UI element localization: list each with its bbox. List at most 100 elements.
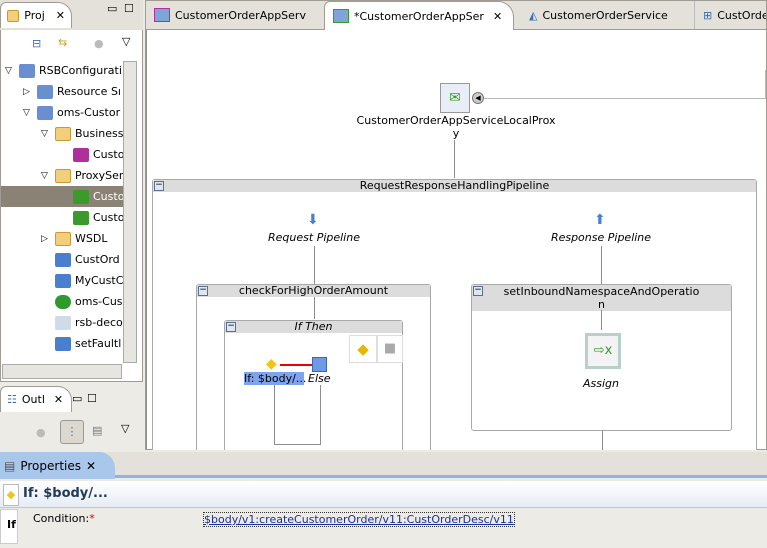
properties-title: If: $body/... [23,486,108,501]
editor-tab-label: *CustomerOrderAppSer [354,9,484,23]
if-then-title: If Then [225,321,402,333]
tree-item[interactable]: oms-Cus [1,291,125,312]
tree-item-label: Business [75,127,124,140]
close-icon[interactable]: ✕ [53,393,64,406]
tree-item[interactable]: Custo [1,144,125,165]
minimize-icon[interactable]: ▭ [72,392,83,405]
editor-tab-active[interactable]: *CustomerOrderAppSer ✕ [324,1,514,30]
maximize-icon[interactable]: ☐ [87,392,97,405]
twisty-icon[interactable]: ▷ [23,86,30,97]
else-branch-label[interactable]: Else [308,372,331,385]
tree-item[interactable]: rsb-deco [1,312,125,333]
editor-tab[interactable]: CustomerOrderAppServ [146,1,321,29]
tree-item[interactable]: ▷ WSDL [1,228,125,249]
twisty-icon[interactable]: ▽ [41,128,48,139]
collapse-icon[interactable]: − [226,321,236,332]
twisty-icon[interactable]: ▽ [5,65,12,76]
disabled-action-icon: ● [36,426,46,439]
tree-item[interactable]: ▽ Business [1,123,125,144]
condition-link[interactable]: $body/v1:createCustomerOrder/v11:CustOrd… [203,512,515,527]
tree-item[interactable]: Custo [1,186,125,207]
properties-tab[interactable]: ▤ Properties ✕ [0,452,115,479]
tree-item[interactable]: ▷ Resource Sı [1,81,125,102]
properties-panel: ▤ Properties ✕ ◆ If: $body/... If Condit… [0,452,767,548]
outline-icon: ☷ [7,393,17,406]
tree-item-label: Resource Sı [57,85,121,98]
tree-item-label: oms-Custor [57,106,121,119]
xquery-icon [55,252,71,267]
twisty-icon[interactable]: ▽ [41,170,48,181]
tree-item-label: RSBConfigurati [39,64,122,77]
tree-item-label: Custo [93,148,125,161]
error-icon [55,294,71,309]
table-view-icon[interactable]: ▤ [92,424,103,437]
collapse-icon[interactable]: − [198,285,208,296]
jar-icon [55,315,71,330]
tree-item[interactable]: ▽ oms-Custor [1,102,125,123]
close-icon[interactable]: ✕ [86,458,97,473]
condition-label-text: Condition: [33,512,90,525]
tree-item[interactable]: CustOrd [1,249,125,270]
properties-icon: ▤ [4,458,16,473]
add-condition-icon[interactable]: ◆ [349,335,377,363]
if-condition-diamond-icon[interactable]: ◆ [266,356,277,372]
editor-tab[interactable]: ⊞ CustOrde [694,1,767,29]
project-icon [19,63,35,78]
tree-item[interactable]: ▽ProxySer [1,165,125,186]
editor-tab[interactable]: ◭ CustomerOrderService [521,1,691,29]
tree-item-label: oms-Cus [75,295,123,308]
tree-item[interactable]: setFaultl [1,333,125,354]
collapse-icon[interactable]: − [154,180,164,191]
tree-item-label: WSDL [75,232,108,245]
request-pipeline-label: Request Pipeline [268,231,360,244]
view-menu-chevron-down-icon[interactable]: ▽ [121,422,130,435]
collapse-all-icon[interactable]: ⊟ [32,37,42,50]
tree-item[interactable]: MyCustC [1,270,125,291]
if-then-action[interactable]: If Then − [224,320,403,450]
editor-tab-label: CustOrde [717,8,767,22]
project-explorer-panel: Proj ✕ ▭ ☐ ⊟ ⇆ ● ▽ ▽RSBConfigurati▷Resou… [0,0,143,382]
proxy-service-icon [73,210,89,225]
close-icon[interactable]: ✕ [492,9,503,23]
assign-action-icon[interactable]: ⇨x [585,333,621,369]
folder-icon [55,231,71,246]
tree-view-toggle-icon[interactable]: ⋮ [60,420,84,444]
twisty-icon[interactable]: ▽ [23,107,30,118]
view-menu-chevron-down-icon[interactable]: ▽ [122,35,131,48]
response-pipeline-arrow-icon[interactable]: ⬆ [594,212,606,228]
tree-item[interactable]: Custo [1,207,125,228]
tree-horizontal-scrollbar[interactable] [2,364,122,379]
request-pipeline-arrow-icon[interactable]: ⬇ [307,212,319,228]
side-tab-label: If [7,518,16,531]
add-else-icon[interactable]: ■ [377,335,403,363]
tree-item[interactable]: ▽ RSBConfigurati [1,60,125,81]
stage-title-line: n [598,298,605,311]
proxy-service-node[interactable]: ✉ [440,83,470,113]
outline-tab[interactable]: ☷ Outl ✕ [0,386,72,412]
outline-tab-label: Outl [21,393,45,406]
link-with-editor-icon[interactable]: ⇆ [58,36,68,49]
project-icon [37,105,53,120]
expand-arrow-icon[interactable]: ◀ [472,92,484,104]
wsdl-icon: ◭ [529,8,538,22]
project-icon [37,84,53,99]
proxy-service-icon [73,189,89,204]
tree-item-label: rsb-deco [75,316,123,329]
else-branch-icon[interactable] [312,357,327,372]
properties-side-tab[interactable]: If [0,509,18,544]
minimize-icon[interactable]: ▭ [107,2,118,15]
project-tab[interactable]: Proj ✕ [0,2,72,28]
project-tab-label: Proj [24,9,45,22]
editor-tab-label: CustomerOrderService [542,8,668,22]
close-icon[interactable]: ✕ [55,9,65,22]
tree-vertical-scrollbar[interactable] [123,61,137,363]
editor-tab-label: CustomerOrderAppServ [175,8,306,22]
stage-title: checkForHighOrderAmount [197,285,430,297]
collapse-icon[interactable]: − [473,285,483,296]
xquery-icon [55,273,71,288]
twisty-icon[interactable]: ▷ [41,233,48,244]
maximize-icon[interactable]: ☐ [124,2,134,15]
project-icon [7,9,20,22]
if-branch-label[interactable]: If: $body/... [244,372,307,385]
